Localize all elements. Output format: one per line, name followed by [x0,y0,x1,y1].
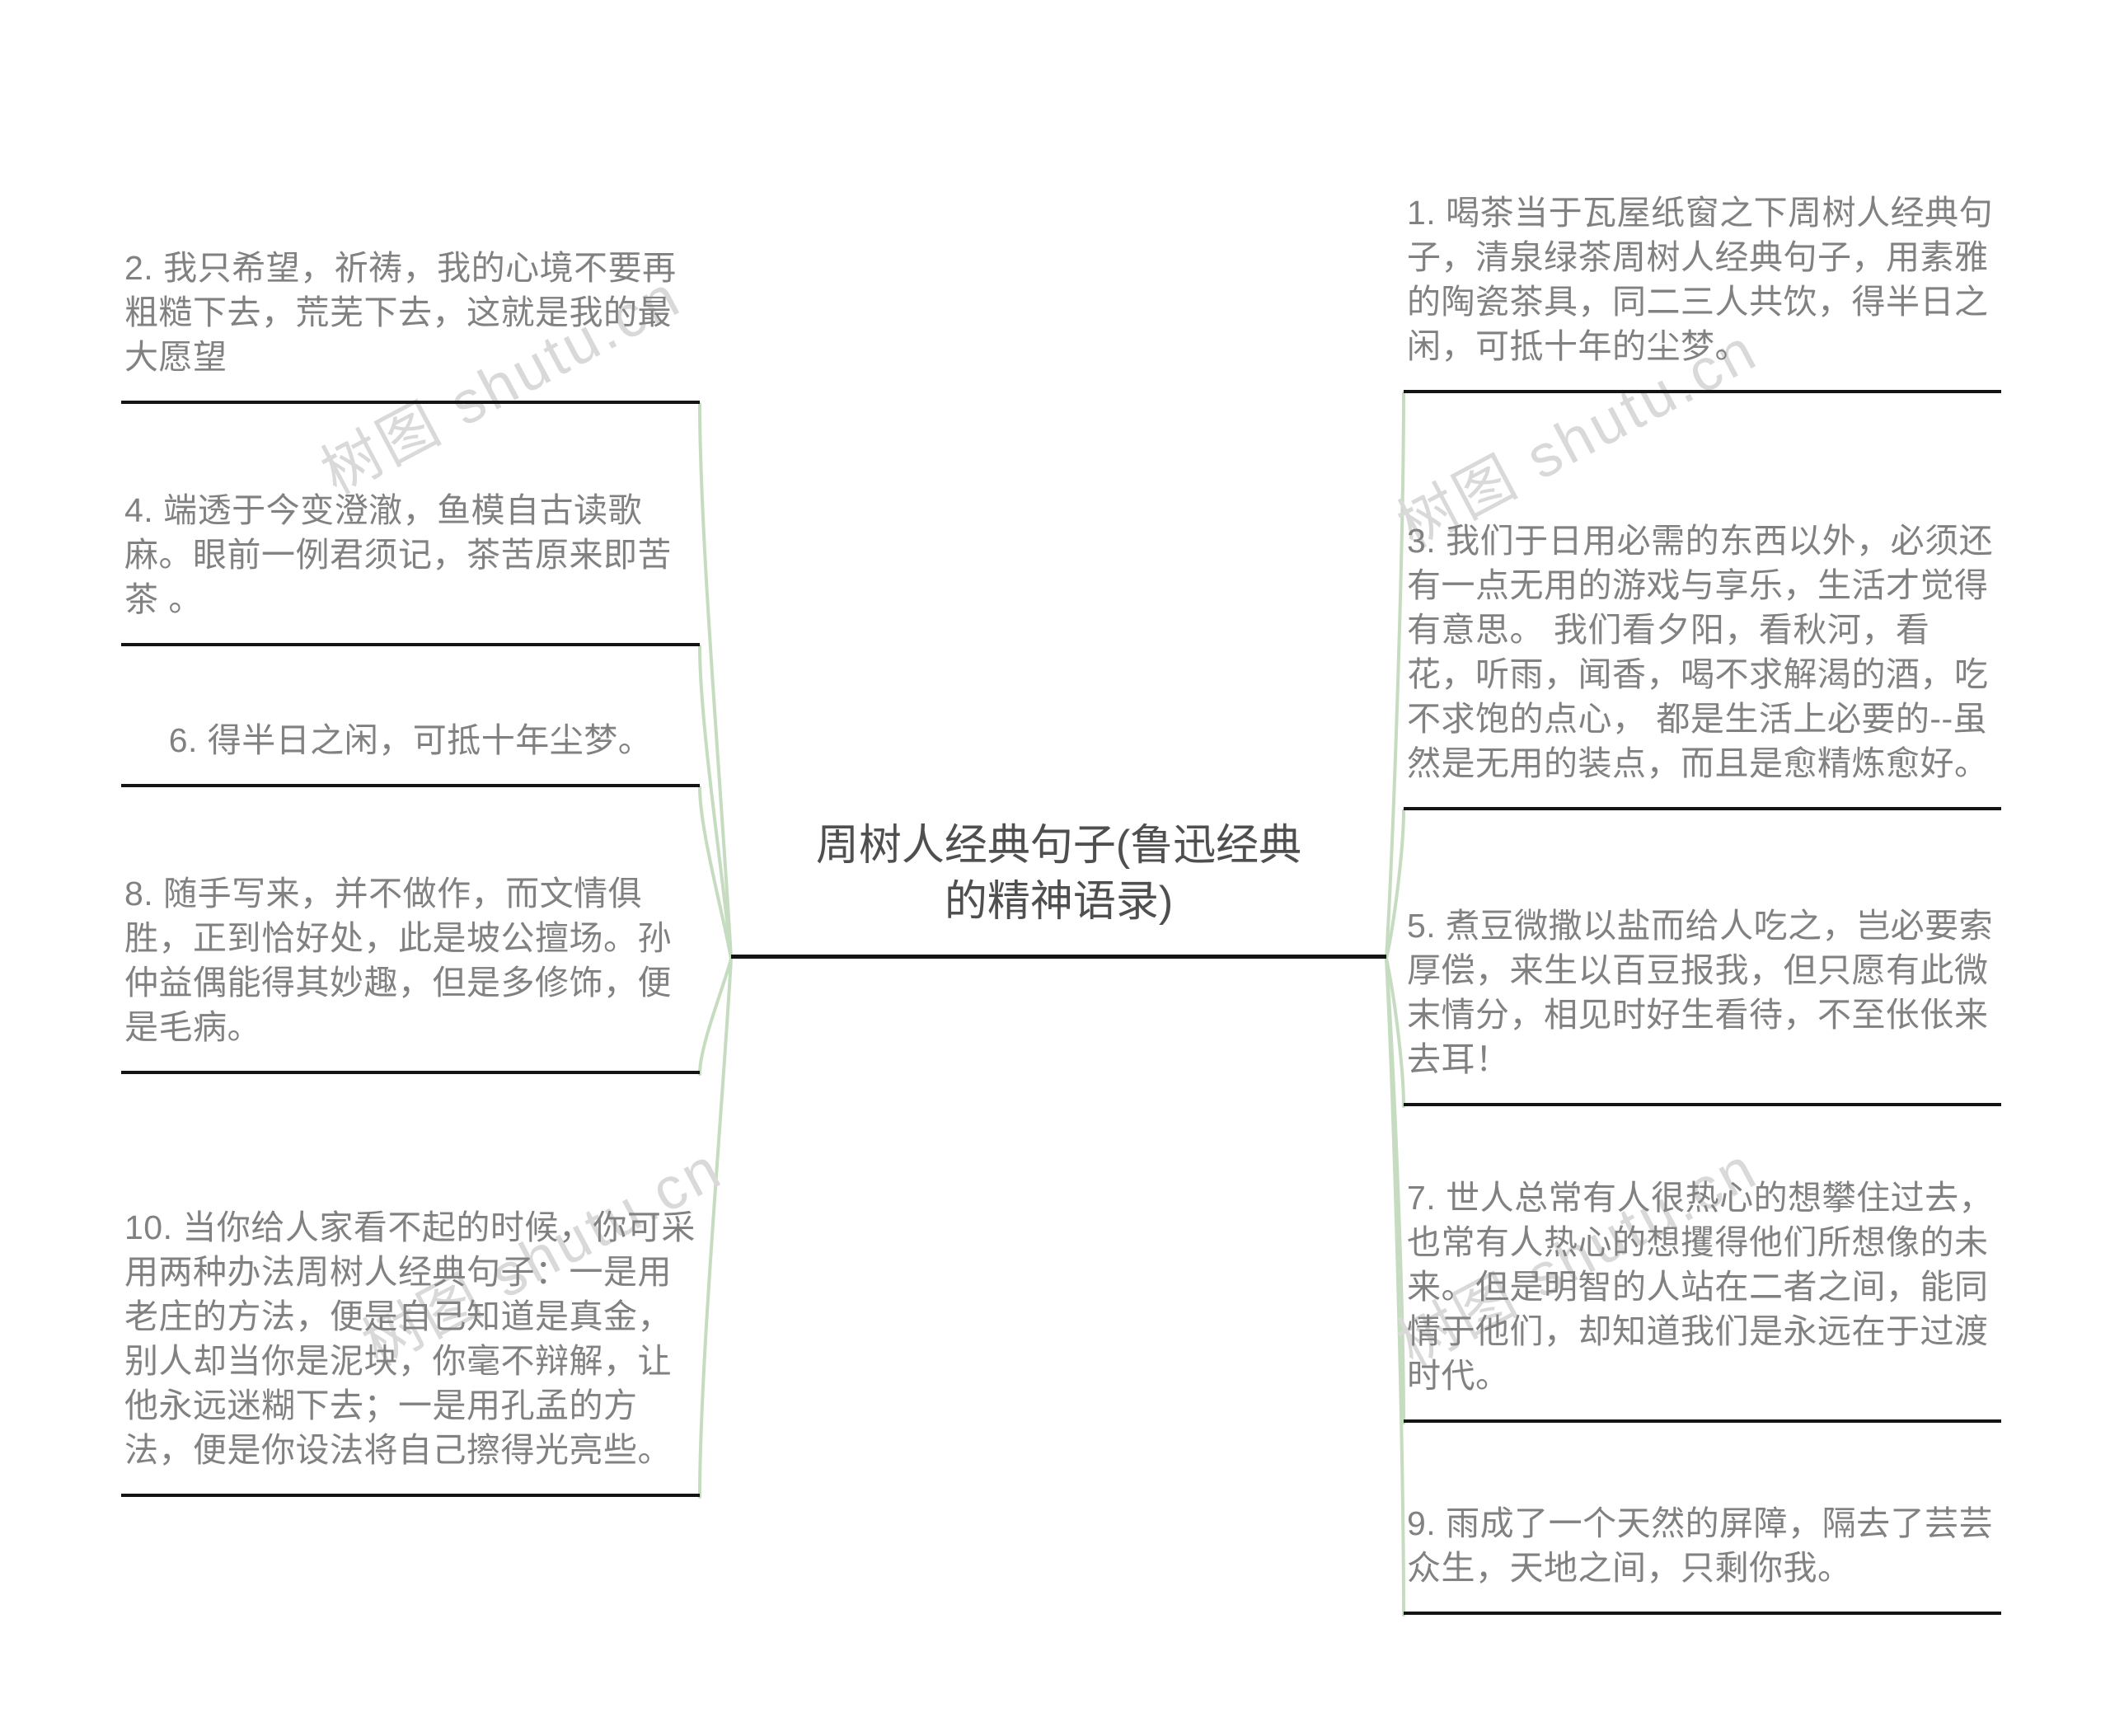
mindmap-node-8[interactable]: 8. 随手写来，并不做作，而文情俱胜，正到恰好处，此是坡公擅场。孙仲益偶能得其妙… [121,871,700,1074]
node-6-text: 6. 得半日之闲，可抵十年尘梦。 [168,721,653,759]
node-9-text: 9. 雨成了一个天然的屏障，隔去了芸芸众生，天地之间，只剩你我。 [1407,1504,1994,1587]
connector-left-node-6 [698,786,733,960]
node-10-text: 10. 当你给人家看不起的时候，你可采用两种办法周树人经典句子：一是用老庄的方法… [124,1208,696,1469]
mindmap-node-7[interactable]: 7. 世人总常有人很热心的想攀住过去，也常有人热心的想攫得他们所想像的未来。但是… [1404,1175,2001,1423]
node-3-text: 3. 我们于日用必需的东西以外，必须还有一点无用的游戏与享乐，生活才觉得有意思。… [1407,522,1994,782]
mindmap-node-2[interactable]: 2. 我只希望，祈祷，我的心境不要再粗糙下去，荒芜下去，这就是我的最大愿望 [121,246,700,404]
connector-right-node-7 [1385,957,1405,1424]
connector-left-node-2 [698,402,733,960]
connector-right-node-5 [1385,957,1405,1108]
mindmap-node-6[interactable]: 6. 得半日之闲，可抵十年尘梦。 [121,718,700,787]
mindmap-node-3[interactable]: 3. 我们于日用必需的东西以外，必须还有一点无用的游戏与享乐，生活才觉得有意思。… [1404,518,2001,810]
node-2-text: 2. 我只希望，祈祷，我的心境不要再粗糙下去，荒芜下去，这就是我的最大愿望 [124,249,677,376]
mindmap-node-1[interactable]: 1. 喝茶当于瓦屋纸窗之下周树人经典句子，清泉绿茶周树人经典句子，用素雅的陶瓷茶… [1404,190,2001,393]
node-1-text: 1. 喝茶当于瓦屋纸窗之下周树人经典句子，清泉绿茶周树人经典句子，用素雅的陶瓷茶… [1407,194,1994,365]
connector-left-node-8 [698,957,733,1076]
center-topic-title: 周树人经典句子(鲁迅经典的精神语录) [815,822,1302,926]
connector-left-node-4 [698,645,733,960]
connector-left-node-10 [698,957,733,1499]
mindmap-node-5[interactable]: 5. 煮豆微撒以盐而给人吃之，岂必要索厚偿，来生以百豆报我，但只愿有此微末情分，… [1404,903,2001,1106]
connector-right-node-9 [1385,957,1405,1616]
mindmap-node-10[interactable]: 10. 当你给人家看不起的时候，你可采用两种办法周树人经典句子：一是用老庄的方法… [121,1205,700,1497]
mindmap-node-9[interactable]: 9. 雨成了一个天然的屏障，隔去了芸芸众生，天地之间，只剩你我。 [1404,1501,2001,1615]
node-4-text: 4. 端透于今变澄澈，鱼模自古读歌麻。眼前一例君须记，茶苦原来即苦茶 。 [124,491,672,618]
mindmap-node-4[interactable]: 4. 端透于今变澄澈，鱼模自古读歌麻。眼前一例君须记，茶苦原来即苦茶 。 [121,488,700,646]
node-8-text: 8. 随手写来，并不做作，而文情俱胜，正到恰好处，此是坡公擅场。孙仲益偶能得其妙… [124,875,672,1046]
center-topic-node[interactable]: 周树人经典句子(鲁迅经典的精神语录) [731,818,1386,959]
node-5-text: 5. 煮豆微撒以盐而给人吃之，岂必要索厚偿，来生以百豆报我，但只愿有此微末情分，… [1407,907,1994,1078]
node-7-text: 7. 世人总常有人很热心的想攀住过去，也常有人热心的想攫得他们所想像的未来。但是… [1407,1179,1994,1395]
connector-right-node-3 [1385,809,1405,960]
